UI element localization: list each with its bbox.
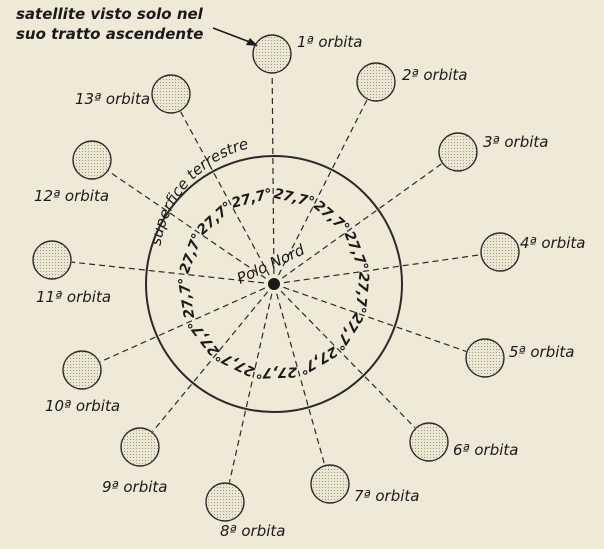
radial-line [229, 284, 274, 482]
satellite-marker [439, 133, 477, 171]
note-line-1: satellite visto solo nel [16, 5, 204, 23]
orbit-label: 8ª orbita [220, 522, 286, 540]
angle-label: 27,7° [176, 276, 198, 320]
orbit-label: 2ª orbita [402, 66, 468, 84]
orbit-labels: 1ª orbita 2ª orbita 3ª orbita 4ª orbita 5ª o… [34, 33, 586, 540]
angle-label: 27,7° [310, 198, 352, 237]
orbit-label: 7ª orbita [354, 487, 420, 505]
angle-label: 27,7° [341, 229, 371, 274]
angle-label: 27,7° [194, 199, 236, 239]
note-arrow [213, 28, 258, 46]
orbit-label: 10ª orbita [45, 397, 120, 415]
orbit-label: 3ª orbita [483, 133, 549, 151]
orbit-label: 13ª orbita [75, 90, 150, 108]
orbit-label: 1ª orbita [297, 33, 363, 51]
orbit-label: 11ª orbita [36, 288, 111, 306]
satellite-marker [73, 141, 111, 179]
satellite-marker [152, 75, 190, 113]
angle-label: 27,7° [185, 316, 223, 359]
note-line-2: suo tratto ascendente [16, 25, 203, 43]
radial-line [153, 284, 274, 432]
satellite-marker [410, 423, 448, 461]
angle-label: 27,7° [177, 231, 206, 276]
satellite-marker [121, 428, 159, 466]
north-pole-dot [268, 278, 280, 290]
orbit-label: 4ª orbita [520, 234, 586, 252]
satellite-marker [466, 339, 504, 377]
satellite-marker [357, 63, 395, 101]
orbit-label: 9ª orbita [102, 478, 168, 496]
angle-label: 27,7° [296, 343, 340, 378]
angle-label: 27,7° [330, 309, 366, 353]
angle-label: 27,7° [230, 186, 274, 212]
angle-label: 27,7° [352, 271, 372, 314]
angle-label: 27,7° [255, 363, 297, 380]
orbit-label: 5ª orbita [509, 343, 575, 361]
orbit-label: 12ª orbita [34, 187, 109, 205]
satellite-marker [481, 233, 519, 271]
satellite-marker [63, 351, 101, 389]
satellite-marker [206, 483, 244, 521]
radial-line [274, 284, 415, 428]
satellite-marker [33, 241, 71, 279]
orbit-label: 6ª orbita [453, 441, 519, 459]
radial-lines [72, 74, 480, 482]
satellite-marker [311, 465, 349, 503]
radial-line [274, 255, 480, 284]
satellite-marker [253, 35, 291, 73]
angle-label: 27,7° [272, 186, 316, 211]
